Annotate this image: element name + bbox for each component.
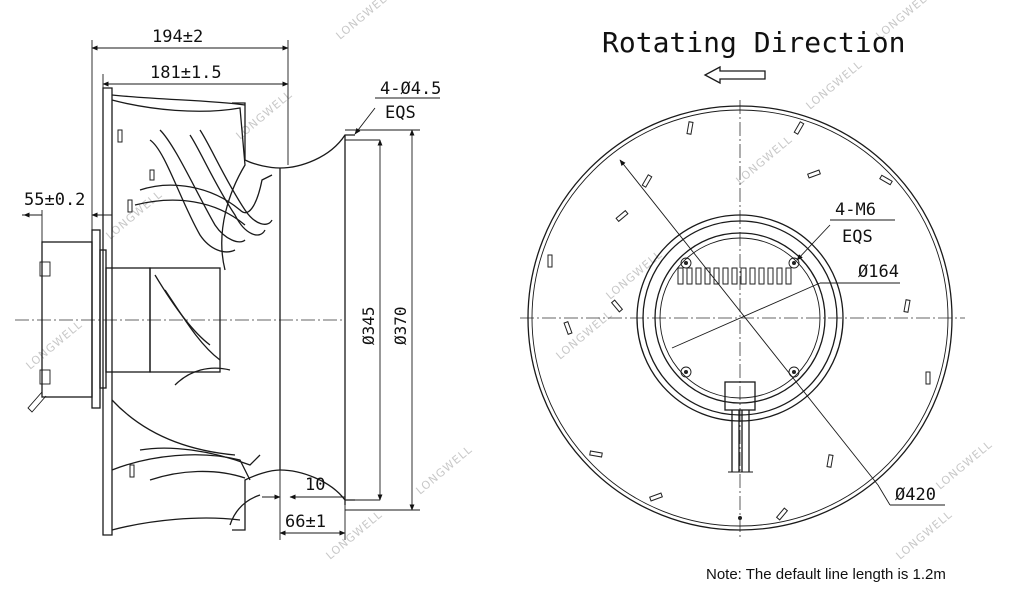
inlet-ring-outer — [636, 214, 844, 422]
dim-blade-width: 181±1.5 — [150, 63, 222, 83]
blade-slots — [547, 121, 931, 521]
watermark: LONGWELL — [24, 318, 85, 372]
rotation-arrow-icon — [703, 65, 766, 85]
watermark: LONGWELL — [804, 58, 865, 112]
dim-overall-width: 194±2 — [152, 27, 203, 47]
hub-circle — [654, 232, 826, 404]
cable-gland — [724, 381, 756, 411]
shroud-bottom — [232, 469, 281, 531]
hub-vent-slots — [677, 267, 792, 285]
connector-tab — [39, 369, 51, 385]
back-plate — [102, 87, 113, 536]
blade-lower — [111, 454, 251, 481]
dim-mount-holes: 4-Ø4.5 — [380, 79, 441, 99]
dim-hub-diameter: Ø164 — [858, 262, 899, 282]
watermark: LONGWELL — [554, 308, 615, 362]
blade-upper — [111, 99, 246, 271]
dim-hub-diameter-line — [671, 282, 821, 349]
watermark: LONGWELL — [734, 133, 795, 187]
cable-outlet — [27, 391, 47, 413]
dim-inlet-depth: 66±1 — [285, 512, 326, 532]
watermark: LONGWELL — [334, 0, 395, 42]
rivet — [117, 129, 123, 143]
shroud-top — [232, 102, 281, 169]
front-view: Rotating Direction — [520, 26, 965, 540]
watermark: LONGWELL — [324, 508, 385, 562]
connector-tab — [39, 261, 51, 277]
motor-flange — [91, 229, 101, 409]
watermark: LONGWELL — [894, 508, 955, 562]
rotating-direction-title: Rotating Direction — [602, 26, 905, 59]
watermark: LONGWELL — [604, 248, 665, 302]
watermark: LONGWELL — [934, 438, 995, 492]
dim-mount-holes-eqs: EQS — [385, 103, 416, 123]
dim-holes-eqs: EQS — [842, 227, 873, 247]
m6-holes — [680, 257, 800, 378]
impeller-outer-circle — [527, 105, 953, 531]
watermark: LONGWELL — [104, 188, 165, 242]
motor-junction-box — [41, 241, 93, 398]
impeller-outer-ring — [531, 109, 949, 527]
dim-flange: 10 — [305, 475, 325, 495]
bottom-hole — [738, 516, 742, 520]
dim-holes: 4-M6 — [835, 200, 876, 220]
dim-inner-diameter: Ø345 — [359, 306, 378, 345]
dim-motor-depth: 55±0.2 — [24, 190, 85, 210]
cable-length-note: Note: The default line length is 1.2m — [706, 566, 946, 583]
dim-impeller-diameter-line — [619, 159, 879, 486]
dim-outer-diameter: Ø370 — [391, 306, 410, 345]
dim-impeller-diameter: Ø420 — [895, 485, 936, 505]
side-view: 194±2 181±1.5 55±0.2 4-Ø4.5 EQS Ø345 Ø37… — [15, 27, 441, 540]
watermark: LONGWELL — [414, 443, 475, 497]
